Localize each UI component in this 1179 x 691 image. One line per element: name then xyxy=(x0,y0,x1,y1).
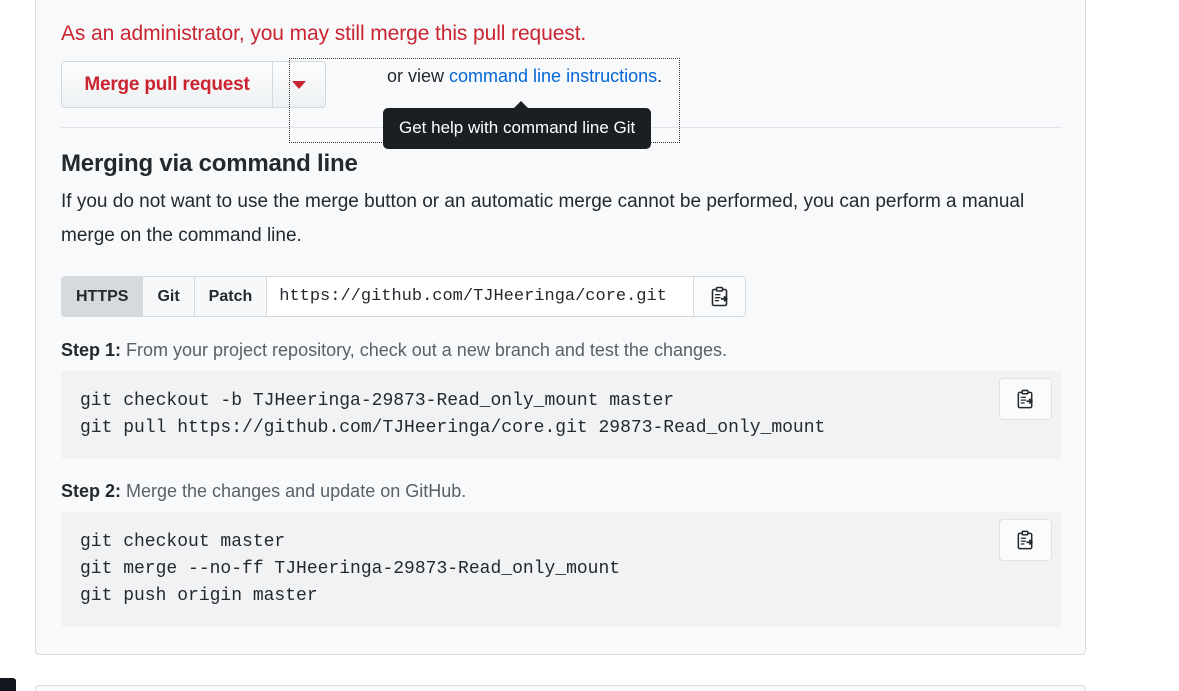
chevron-down-icon xyxy=(292,80,306,89)
merging-description: If you do not want to use the merge butt… xyxy=(61,191,1025,246)
step-1-number: Step 1: xyxy=(61,340,122,360)
clone-url-row: HTTPS Git Patch https://github.com/TJHee… xyxy=(61,276,747,317)
sentence-period: . xyxy=(657,66,663,86)
tab-patch[interactable]: Patch xyxy=(193,276,267,317)
admin-merge-note: As an administrator, you may still merge… xyxy=(61,22,587,45)
copy-step-1-code-button[interactable] xyxy=(999,378,1052,420)
merging-via-command-line-heading: Merging via command line xyxy=(61,150,358,177)
or-view-prefix: or view xyxy=(387,66,450,86)
step-2-number: Step 2: xyxy=(61,481,122,501)
step-1-code-block[interactable]: git checkout -b TJHeeringa-29873-Read_on… xyxy=(61,371,1062,459)
copy-clone-url-button[interactable] xyxy=(694,276,747,317)
merge-pull-request-button[interactable]: Merge pull request xyxy=(61,61,273,108)
merge-panel: As an administrator, you may still merge… xyxy=(35,0,1086,655)
tab-git[interactable]: Git xyxy=(142,276,194,317)
clone-url-input[interactable]: https://github.com/TJHeeringa/core.git xyxy=(266,276,695,317)
step-1-text: From your project repository, check out … xyxy=(121,340,727,360)
merge-options-dropdown-button[interactable] xyxy=(273,61,326,108)
avatar xyxy=(0,678,16,691)
clipboard-copy-icon xyxy=(1017,389,1034,408)
tab-https[interactable]: HTTPS xyxy=(61,276,143,317)
command-line-help-tooltip: Get help with command line Git xyxy=(383,101,652,149)
step-2-text: Merge the changes and update on GitHub. xyxy=(121,481,467,501)
next-timeline-panel xyxy=(35,685,1086,691)
step-2-label: Step 2: Merge the changes and update on … xyxy=(61,481,466,502)
clipboard-copy-icon xyxy=(1017,530,1034,549)
copy-step-2-code-button[interactable] xyxy=(999,519,1052,561)
command-line-instructions-link[interactable]: command line instructions xyxy=(449,66,658,86)
clipboard-copy-icon xyxy=(711,286,728,306)
step-1-label: Step 1: From your project repository, ch… xyxy=(61,340,727,361)
step-2-code-block[interactable]: git checkout master git merge --no-ff TJ… xyxy=(61,512,1062,627)
command-line-instructions-text: or view command line instructions. xyxy=(387,66,662,87)
merge-button-group: Merge pull request xyxy=(61,61,326,108)
